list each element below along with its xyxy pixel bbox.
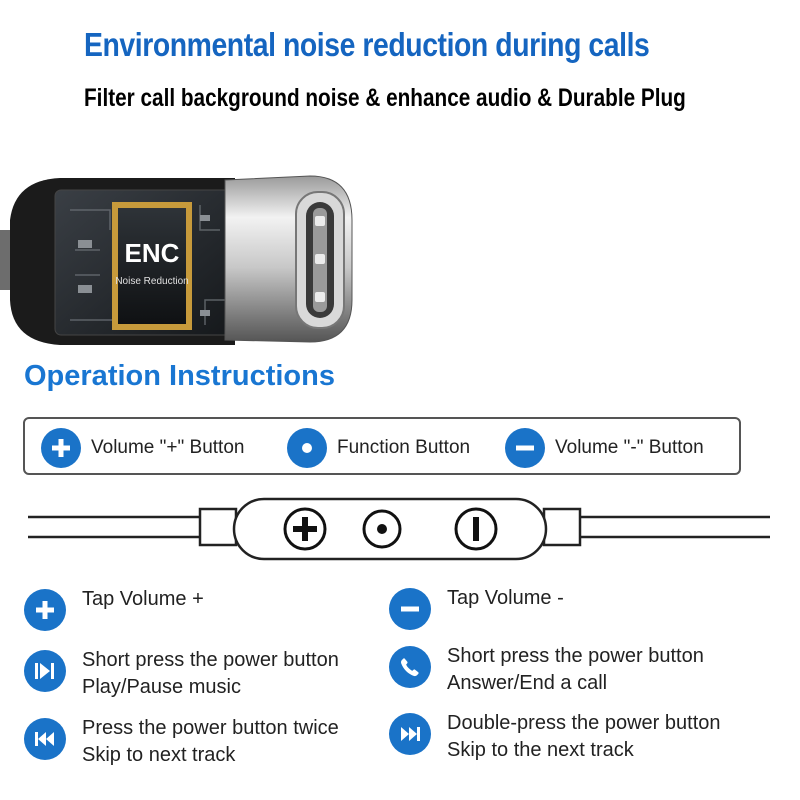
instruction-line: Short press the power button bbox=[82, 649, 339, 671]
instruction-line: Press the power button twice bbox=[82, 717, 339, 739]
plus-icon bbox=[24, 589, 66, 631]
remote-function-button bbox=[362, 509, 402, 549]
page-subtitle: Filter call background noise & enhance a… bbox=[84, 84, 686, 112]
instruction-text: Press the power button twice Skip to nex… bbox=[82, 715, 339, 769]
remote-minus-button bbox=[454, 507, 498, 551]
instruction-text: Tap Volume - bbox=[447, 585, 564, 612]
inline-remote-illustration bbox=[28, 497, 770, 561]
remote-plus-button bbox=[283, 507, 327, 551]
instruction-line: Tap Volume + bbox=[82, 588, 204, 610]
minus-icon bbox=[505, 428, 545, 468]
instruction-play-pause: Short press the power button Play/Pause … bbox=[24, 647, 339, 701]
legend-volume-plus: Volume "+" Button bbox=[41, 428, 244, 468]
usb-c-plug-illustration: ENC Noise Reduction bbox=[0, 175, 353, 345]
instruction-line: Play/Pause music bbox=[82, 676, 241, 698]
instruction-skip-next-twice: Press the power button twice Skip to nex… bbox=[24, 715, 339, 769]
skip-forward-icon bbox=[389, 713, 431, 755]
chip-label-noise-reduction: Noise Reduction bbox=[115, 276, 188, 287]
instruction-text: Short press the power button Play/Pause … bbox=[82, 647, 339, 701]
instruction-line: Short press the power button bbox=[447, 645, 704, 667]
dot-icon bbox=[287, 428, 327, 468]
minus-icon bbox=[389, 588, 431, 630]
instruction-tap-volume-plus: Tap Volume + bbox=[24, 586, 204, 631]
chip-label-enc: ENC bbox=[125, 238, 180, 268]
instruction-text: Tap Volume + bbox=[82, 586, 204, 613]
instruction-line: Answer/End a call bbox=[447, 672, 608, 694]
legend-label: Volume "-" Button bbox=[555, 437, 704, 458]
phone-icon bbox=[389, 646, 431, 688]
plus-icon bbox=[41, 428, 81, 468]
page-title: Environmental noise reduction during cal… bbox=[84, 26, 650, 63]
instruction-line: Skip to the next track bbox=[447, 739, 634, 761]
instruction-text: Short press the power button Answer/End … bbox=[447, 643, 704, 697]
instruction-line: Tap Volume - bbox=[447, 587, 564, 609]
instruction-double-press-next: Double-press the power button Skip to th… bbox=[389, 710, 721, 764]
legend-function: Function Button bbox=[287, 428, 470, 468]
instruction-line: Double-press the power button bbox=[447, 712, 721, 734]
operation-instructions-heading: Operation Instructions bbox=[24, 360, 335, 392]
instruction-text: Double-press the power button Skip to th… bbox=[447, 710, 721, 764]
button-legend: Volume "+" Button Function Button Volume… bbox=[23, 417, 741, 475]
instruction-line: Skip to next track bbox=[82, 744, 236, 766]
legend-volume-minus: Volume "-" Button bbox=[505, 428, 704, 468]
play-pause-icon bbox=[24, 650, 66, 692]
legend-label: Volume "+" Button bbox=[91, 437, 245, 458]
instruction-answer-end-call: Short press the power button Answer/End … bbox=[389, 643, 704, 697]
legend-label: Function Button bbox=[337, 437, 471, 458]
instruction-tap-volume-minus: Tap Volume - bbox=[389, 585, 564, 630]
skip-back-icon bbox=[24, 718, 66, 760]
